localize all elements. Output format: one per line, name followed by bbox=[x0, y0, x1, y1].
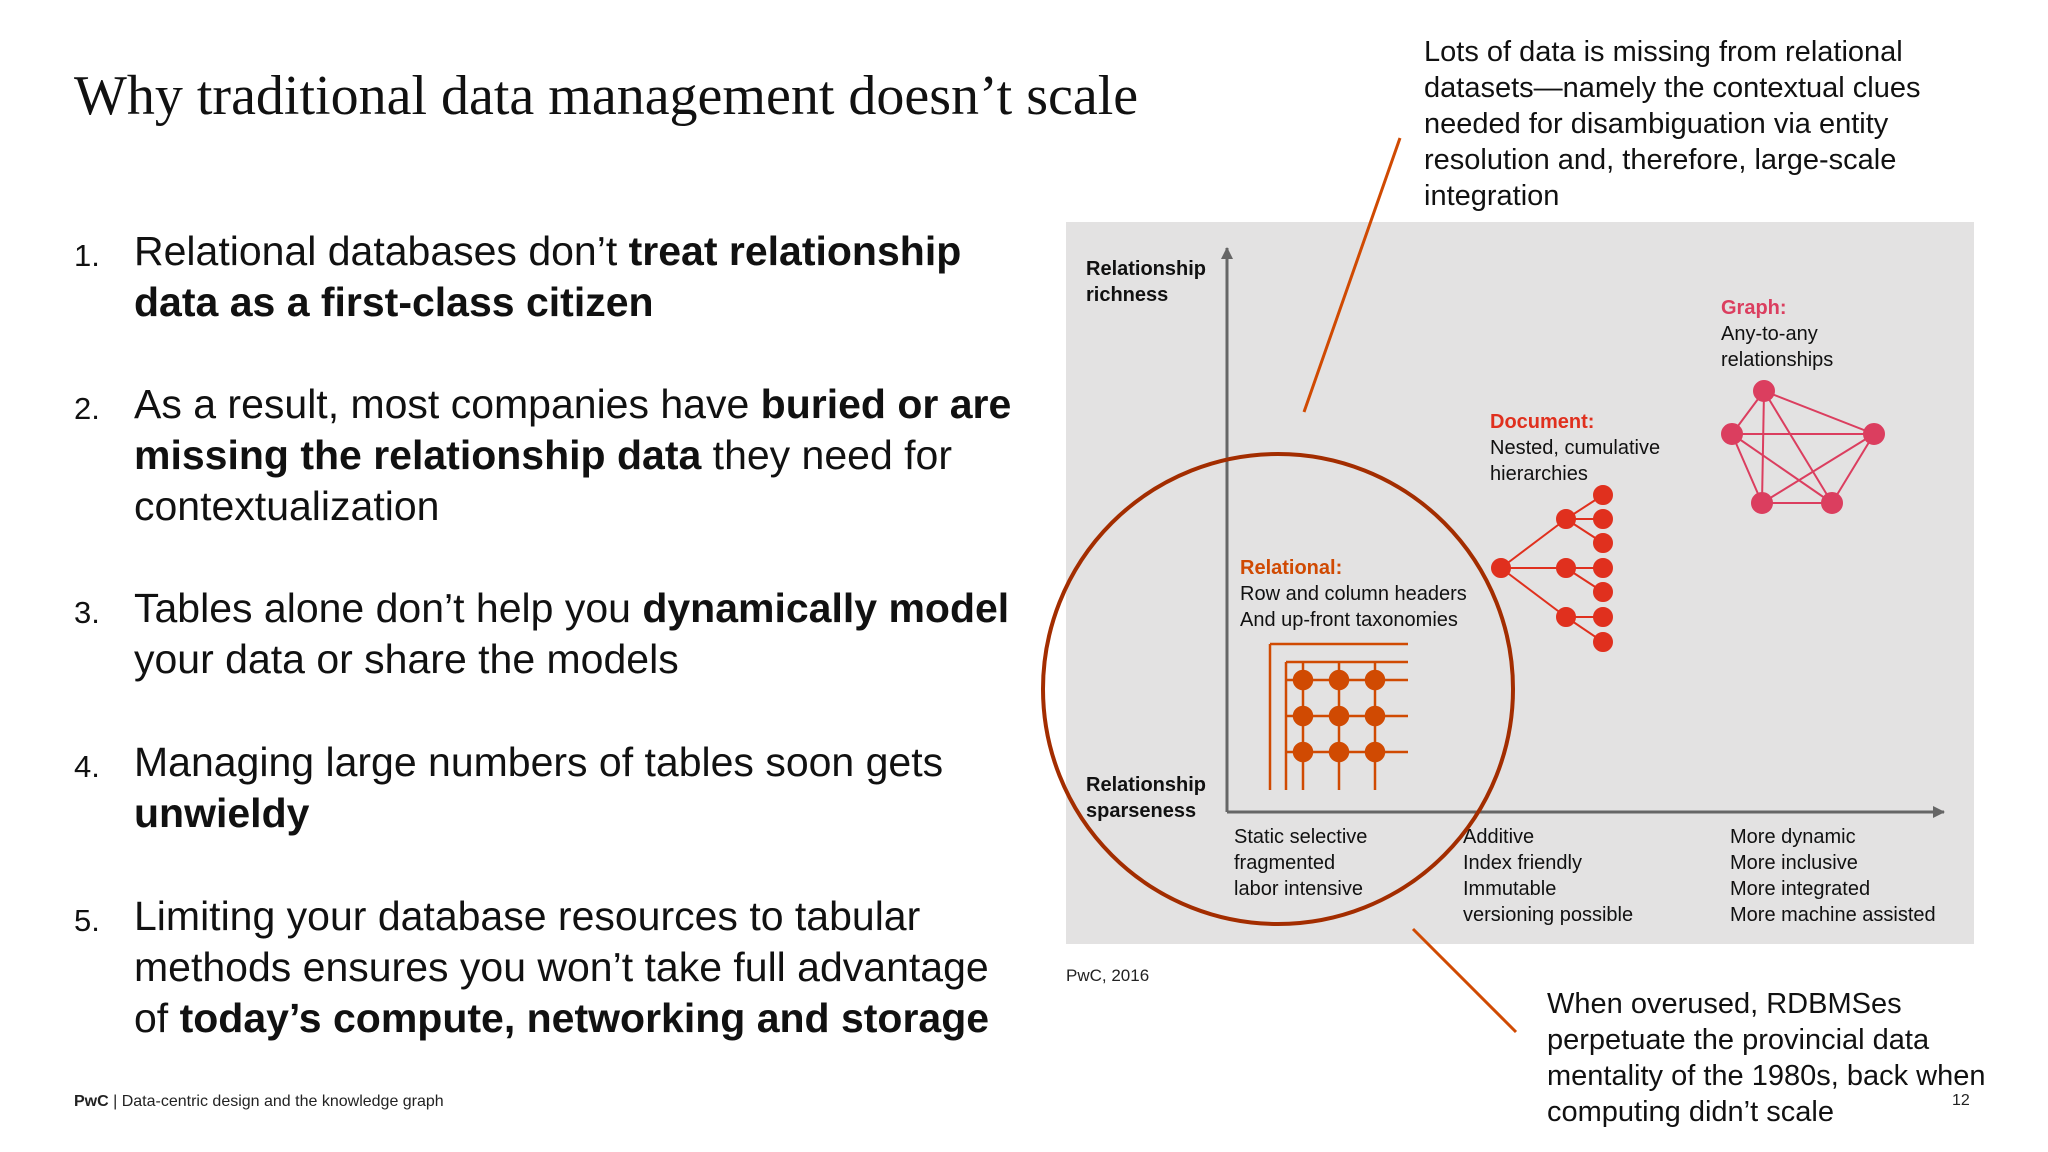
point-text-bold: missing the relationship data bbox=[134, 432, 702, 478]
footer-brand: PwC bbox=[74, 1093, 109, 1110]
graph-network-icon bbox=[1721, 380, 1885, 514]
point-text-run: As a result, most companies have bbox=[134, 381, 761, 427]
callout-top: Lots of data is missing from relational … bbox=[1424, 36, 1921, 212]
x-axis-column-1: Static selective fragmented labor intens… bbox=[1234, 826, 1373, 900]
point-text-run: Managing large numbers of tables soon ge… bbox=[134, 739, 944, 785]
y-axis-bottom-label: Relationship sparseness bbox=[1086, 774, 1212, 822]
footer: PwC | Data-centric design and the knowle… bbox=[74, 1093, 444, 1111]
point-text: Limiting your database resources to tabu… bbox=[134, 891, 1114, 1044]
footer-text: | Data-centric design and the knowledge … bbox=[108, 1093, 444, 1110]
callout-bottom: When overused, RDBMSes perpetuate the pr… bbox=[1547, 988, 1986, 1128]
point-text-run: Tables alone don’t help you bbox=[134, 585, 643, 631]
point-number: 3. bbox=[74, 595, 100, 630]
y-axis-top-label: Relationship richness bbox=[1086, 258, 1212, 306]
document-tree-icon bbox=[1491, 485, 1613, 652]
x-axis-column-2: Additive Index friendly Immutable versio… bbox=[1463, 826, 1633, 926]
x-axis-column-3: More dynamic More inclusive More integra… bbox=[1730, 826, 1936, 926]
point-text-run: your data or share the models bbox=[134, 636, 679, 682]
source-note: PwC, 2016 bbox=[1066, 966, 1150, 985]
point-text: As a result, most companies have buried … bbox=[134, 379, 1114, 532]
relational-grid-icon bbox=[1268, 642, 1408, 790]
point-text: Tables alone don’t help you dynamically … bbox=[134, 583, 1114, 685]
point-text: Relational databases don’t treat relatio… bbox=[134, 226, 1114, 328]
callout-top-pointer bbox=[1302, 137, 1402, 413]
point-text-run: methods ensures you won’t take full adva… bbox=[134, 944, 989, 990]
relational-description: Row and column headers And up-front taxo… bbox=[1240, 583, 1472, 631]
document-description: Nested, cumulative hierarchies bbox=[1490, 437, 1666, 485]
point-text-run: they need for bbox=[701, 432, 953, 478]
relational-emphasis-circle bbox=[1041, 452, 1515, 926]
point-number: 4. bbox=[74, 749, 100, 784]
relational-title: Relational: bbox=[1240, 557, 1342, 579]
point-text: Managing large numbers of tables soon ge… bbox=[134, 737, 1114, 839]
graph-description: Any-to-any relationships bbox=[1721, 323, 1833, 371]
document-title: Document: bbox=[1490, 411, 1594, 433]
page-number: 12 bbox=[1952, 1092, 1970, 1109]
point-text-run: Relational databases don’t bbox=[134, 228, 629, 274]
slide-title: Why traditional data management doesn’t … bbox=[74, 65, 1139, 127]
callout-bottom-pointer bbox=[1411, 927, 1518, 1034]
point-text-run: Limiting your database resources to tabu… bbox=[134, 893, 921, 939]
point-text-bold: buried or are bbox=[760, 381, 1012, 427]
point-text-bold: treat relationship bbox=[628, 228, 962, 274]
point-text-run: of bbox=[134, 995, 180, 1041]
point-number: 5. bbox=[74, 903, 100, 938]
point-text-bold: dynamically model bbox=[642, 585, 1010, 631]
point-text-bold: unwieldy bbox=[134, 790, 310, 836]
point-text-run: contextualization bbox=[134, 483, 440, 529]
point-number: 2. bbox=[74, 391, 100, 426]
graph-title: Graph: bbox=[1721, 297, 1787, 319]
point-number: 1. bbox=[74, 238, 100, 273]
point-text-bold: data as a first-class citizen bbox=[134, 279, 654, 325]
point-text-bold: today’s compute, networking and storage bbox=[179, 995, 990, 1041]
